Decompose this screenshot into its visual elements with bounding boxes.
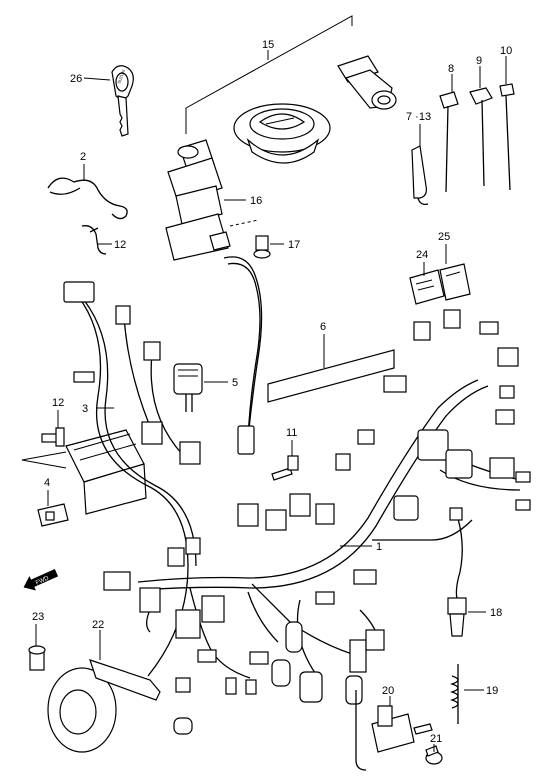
spring-19 xyxy=(449,664,459,724)
label-3: 3 xyxy=(82,403,88,415)
label-12-lower: 12 xyxy=(52,397,64,409)
label-18: 18 xyxy=(490,607,502,619)
label-16: 16 xyxy=(250,195,262,207)
bracket-7-13 xyxy=(411,145,429,206)
label-4: 4 xyxy=(44,477,50,489)
bolt-12-lower xyxy=(41,427,65,447)
label-6: 6 xyxy=(320,321,326,333)
bolt-23 xyxy=(28,645,46,671)
ignition-key: SUZUKI xyxy=(111,65,134,137)
fuel-cap xyxy=(233,103,331,164)
sheet-6 xyxy=(267,349,395,403)
label-10: 10 xyxy=(500,45,512,57)
ignition-connector xyxy=(237,425,255,455)
fuse-4 xyxy=(37,503,69,527)
clip-12-upper xyxy=(81,225,107,255)
fuse-box xyxy=(65,429,147,515)
sensor-18 xyxy=(447,507,467,637)
harness-connectors xyxy=(63,281,531,735)
label-2: 2 xyxy=(80,151,86,163)
label-25: 25 xyxy=(438,231,450,243)
label-11: 11 xyxy=(286,427,297,439)
key-brand-text: SUZUKI xyxy=(116,69,126,84)
label-7-13: 7 ·13 xyxy=(406,111,431,123)
label-8: 8 xyxy=(448,63,454,75)
label-15: 15 xyxy=(262,39,274,51)
bolt-17 xyxy=(253,235,271,259)
clamp-8 xyxy=(439,91,459,193)
label-24: 24 xyxy=(416,249,428,261)
label-5: 5 xyxy=(232,377,238,389)
clamp-9 xyxy=(469,87,493,187)
bracket-20 xyxy=(355,690,415,771)
label-17: 17 xyxy=(288,239,300,251)
bolt-21 xyxy=(413,723,443,765)
clamp-10 xyxy=(499,83,515,191)
connector-24 xyxy=(409,269,445,305)
label-26: 26 xyxy=(70,73,82,85)
label-22: 22 xyxy=(92,619,104,631)
label-9: 9 xyxy=(476,55,482,67)
label-23: 23 xyxy=(32,611,44,623)
label-12-upper: 12 xyxy=(114,239,126,251)
label-19: 19 xyxy=(486,685,498,697)
label-21: 21 xyxy=(430,733,442,745)
relay-5 xyxy=(173,363,203,412)
horn-22 xyxy=(47,659,161,753)
label-20: 20 xyxy=(382,685,394,697)
bolt-11 xyxy=(271,455,299,481)
main-harness xyxy=(137,379,521,681)
group-bracket-15 xyxy=(185,15,353,134)
label-1: 1 xyxy=(376,541,382,553)
sub-harness-3 xyxy=(77,295,197,677)
ignition-switch xyxy=(165,139,231,261)
fwd-text: FWD xyxy=(35,575,51,586)
connector-25 xyxy=(439,263,471,301)
spring-clip-2 xyxy=(47,177,128,220)
seat-lock-assembly xyxy=(337,55,397,110)
fwd-arrow: FWD xyxy=(23,569,59,591)
